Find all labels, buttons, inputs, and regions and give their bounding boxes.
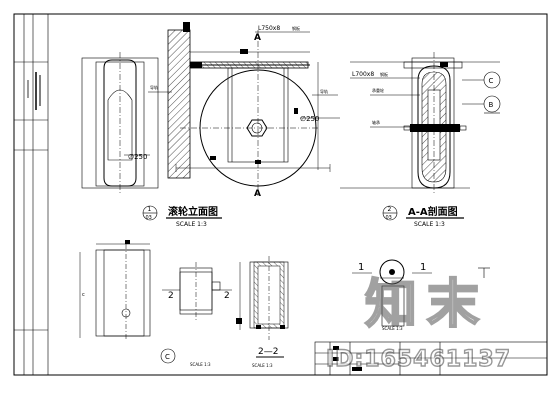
section-view-title: A-A剖面图 bbox=[408, 205, 458, 218]
detail-1-mark-right: 1 bbox=[420, 262, 426, 273]
detail-c-scale: SCALE 1:3 bbox=[190, 362, 211, 367]
section-mark-top: A bbox=[254, 33, 261, 43]
svg-text:B: B bbox=[489, 101, 494, 109]
svg-text:C: C bbox=[489, 77, 494, 85]
roller-elevation-view: 导轨 ∅250 L750x8 钢板 A A ∅250 bbox=[81, 22, 340, 228]
svg-text:03: 03 bbox=[386, 215, 392, 221]
detail-2-left-mark: 2 bbox=[168, 291, 174, 301]
svg-text:2: 2 bbox=[388, 206, 392, 213]
section-aa-view: L700x8 钢板 承重轮 轴承 C B 2 03 A-A剖面图 SCALE 1… bbox=[340, 52, 501, 228]
left-title-strip bbox=[13, 13, 49, 376]
front-wheel-dim: ∅250 bbox=[128, 153, 147, 161]
svg-text:轴承: 轴承 bbox=[372, 119, 380, 125]
svg-text:导轨: 导轨 bbox=[320, 88, 328, 94]
section-mark-bottom: A bbox=[254, 189, 261, 199]
svg-text:03: 03 bbox=[146, 215, 152, 221]
section-view-scale: SCALE 1:3 bbox=[414, 221, 445, 228]
wheel-dim-label: ∅250 bbox=[300, 115, 319, 123]
plate-dim-label: L750x8 bbox=[258, 25, 280, 32]
svg-text:钢板: 钢板 bbox=[380, 71, 388, 77]
section-plate-dim: L700x8 bbox=[352, 71, 374, 78]
watermark: 知末 ID:165461137 bbox=[325, 274, 511, 373]
svg-text:承重轮: 承重轮 bbox=[372, 87, 384, 93]
detail-1-wheel bbox=[379, 259, 405, 285]
detail-2-section-label: 2—2 bbox=[258, 347, 278, 357]
section-wheel-outline bbox=[417, 65, 451, 189]
front-wheel-outline bbox=[103, 59, 137, 187]
svg-text:导轨: 导轨 bbox=[150, 84, 158, 90]
detail-c: c C SCALE 1:3 bbox=[79, 240, 211, 367]
axle-nut bbox=[246, 119, 268, 137]
roller-view-title: 滚轮立面图 bbox=[168, 205, 218, 218]
detail-1-mark-left: 1 bbox=[358, 262, 364, 273]
roller-view-scale: SCALE 1:3 bbox=[176, 221, 207, 228]
detail-2-right-mark: 2 bbox=[224, 291, 230, 301]
tag-c-circle bbox=[483, 71, 501, 89]
detail-2-2: 2 2 2—2 SCALE 1:3 bbox=[162, 256, 289, 368]
top-plate bbox=[189, 61, 309, 69]
detail-c-tag bbox=[160, 348, 176, 364]
svg-text:c: c bbox=[82, 292, 85, 298]
svg-text:1: 1 bbox=[148, 206, 152, 213]
watermark-id: ID:165461137 bbox=[326, 347, 511, 372]
section-axle bbox=[410, 124, 460, 132]
svg-text:SCALE 1:3: SCALE 1:3 bbox=[252, 363, 273, 368]
svg-text:钢板: 钢板 bbox=[292, 25, 300, 31]
strip-text-marks bbox=[27, 72, 41, 110]
tag-b-circle bbox=[483, 95, 501, 113]
svg-text:C: C bbox=[165, 353, 170, 361]
wall-hatch bbox=[167, 29, 191, 179]
detail-1-1: 1 1 SCALE 1:3 bbox=[352, 259, 490, 331]
title-block bbox=[314, 341, 548, 376]
detail-1-scale: SCALE 1:3 bbox=[382, 326, 403, 331]
watermark-logo: 知末 bbox=[365, 275, 489, 335]
